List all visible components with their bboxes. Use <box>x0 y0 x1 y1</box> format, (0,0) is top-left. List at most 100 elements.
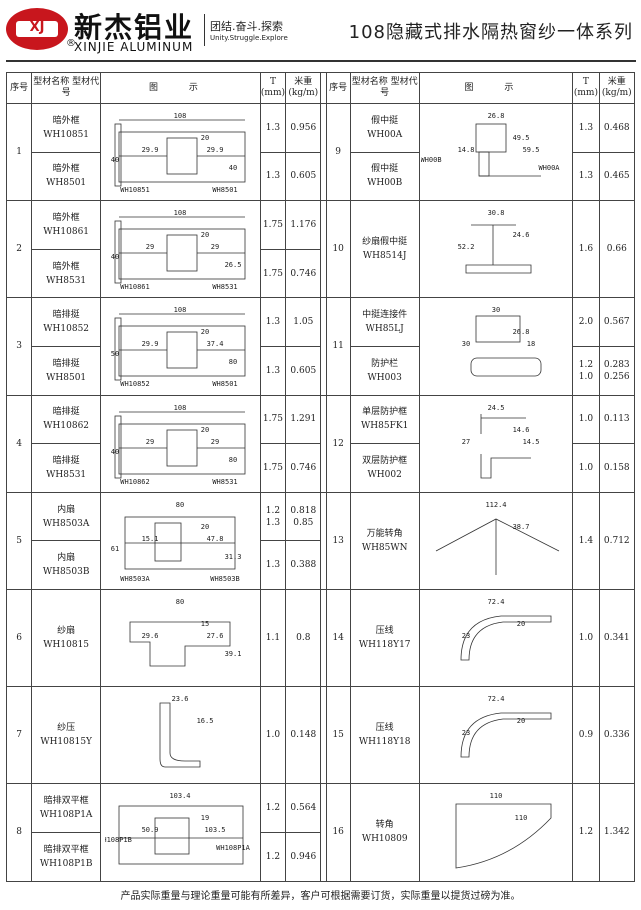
thermal-break <box>167 137 198 175</box>
profile-outline <box>460 615 552 661</box>
dimension-label: 37.4 <box>207 340 224 348</box>
dimension-label: 20 <box>201 134 209 142</box>
item-number: 7 <box>5 686 33 785</box>
profile-outline <box>119 326 246 377</box>
weight: 0.8 <box>285 588 322 688</box>
profile-name-text: 暗排挺 <box>52 407 80 418</box>
profile-outline <box>160 702 201 768</box>
profile-code: WH10862 <box>43 421 90 432</box>
registered-mark: ® <box>66 38 76 49</box>
weight: 0.468 <box>598 103 636 153</box>
profile-name-text: 假中挺 <box>371 164 399 175</box>
profile-name: 转角 WH10809 <box>349 783 420 882</box>
series-title: 108隐藏式排水隔热窗纱一体系列 <box>348 22 633 43</box>
dimension-label: 29 <box>146 243 154 251</box>
dimension-label: 20 <box>201 328 209 336</box>
profile-code: WH003 <box>367 372 402 383</box>
weight: 0.336 <box>598 686 636 785</box>
profile-name-text: 纱压 <box>57 723 76 734</box>
dimension-label: 14.6 <box>512 426 529 434</box>
header-divider <box>204 14 205 46</box>
dimension-label: WH8503A <box>121 575 151 583</box>
weight: 0.605 <box>285 345 322 396</box>
profile-name-text: 压线 <box>375 626 394 637</box>
profile-code: WH10861 <box>43 226 90 237</box>
profile-name-text: 暗排挺 <box>52 455 80 466</box>
profile-code: WH10809 <box>361 834 408 845</box>
thickness: 1.3 <box>259 345 287 396</box>
dimension-label: 50.9 <box>142 826 159 834</box>
item-number: 16 <box>325 783 351 882</box>
profile-table: 序号 型材名称 型材代号 图 示 T (mm) 米重 (kg/m) 序号 型材名… <box>5 72 636 882</box>
profile-name-text: 转角 <box>375 820 394 831</box>
profile-name-text: 压线 <box>375 723 394 734</box>
dimension-label: 23 <box>462 729 470 737</box>
thickness: 1.0 <box>572 394 600 445</box>
weight: 0.712 <box>598 491 636 590</box>
profile-name-text: 防护栏 <box>371 358 399 369</box>
profile-code: WH10852 <box>43 324 90 335</box>
thickness: 1.2 1.0 <box>572 345 600 396</box>
company-logo: XJ <box>6 8 68 50</box>
weight: 1.176 <box>285 200 322 250</box>
page-header: XJ ® 新杰铝业 XINJIE ALUMINUM 团结.奋斗.探索 Unity… <box>0 0 641 62</box>
profile-code: WH85FK1 <box>361 421 409 432</box>
dimension-label: WH108P1B <box>105 836 132 844</box>
profile-name-text: 双层防护框 <box>362 455 408 466</box>
weight: 0.605 <box>285 151 322 202</box>
dimension-label: 16.5 <box>197 717 214 725</box>
profile-outline <box>119 228 246 280</box>
col-name: 型材名称 型材代号 <box>31 72 102 104</box>
weight: 0.564 <box>285 783 322 833</box>
weight: 0.158 <box>598 443 636 493</box>
dimension-label: 23 <box>462 632 470 640</box>
profile-code: WH108P1B <box>39 858 93 869</box>
thickness: 1.75 <box>259 200 287 250</box>
item-number: 3 <box>5 297 33 396</box>
slogan-cn: 团结.奋斗.探索 <box>210 20 283 33</box>
dimension-label: 47.8 <box>207 535 224 543</box>
col-figure: 图 示 <box>100 72 261 104</box>
thickness: 1.1 <box>259 588 287 688</box>
profile-code: WH85WN <box>361 542 408 553</box>
dimension-label: WH8501 <box>213 380 238 388</box>
col-no: 序号 <box>5 72 33 104</box>
item-number: 12 <box>325 394 351 493</box>
dimension-label: WH8531 <box>213 283 238 291</box>
profile-name-text: 暗排挺 <box>52 310 80 321</box>
dimension-label: 40 <box>111 448 119 456</box>
dimension-label: 61 <box>111 545 119 553</box>
dimension-label: 52.2 <box>457 243 474 251</box>
dimension-label: 29 <box>211 243 219 251</box>
profile-name: 暗排挺 WH10862 <box>31 394 102 445</box>
dimension-label: 29.9 <box>142 340 159 348</box>
weight: 0.341 <box>598 588 636 688</box>
dimension-label: 24.6 <box>512 231 529 239</box>
item-number: 1 <box>5 102 33 202</box>
thickness: 1.2 <box>259 831 287 882</box>
profile-name-text: 暗外框 <box>52 212 80 223</box>
profile-code: WH8503B <box>42 567 90 578</box>
weight: 0.567 <box>598 297 636 347</box>
